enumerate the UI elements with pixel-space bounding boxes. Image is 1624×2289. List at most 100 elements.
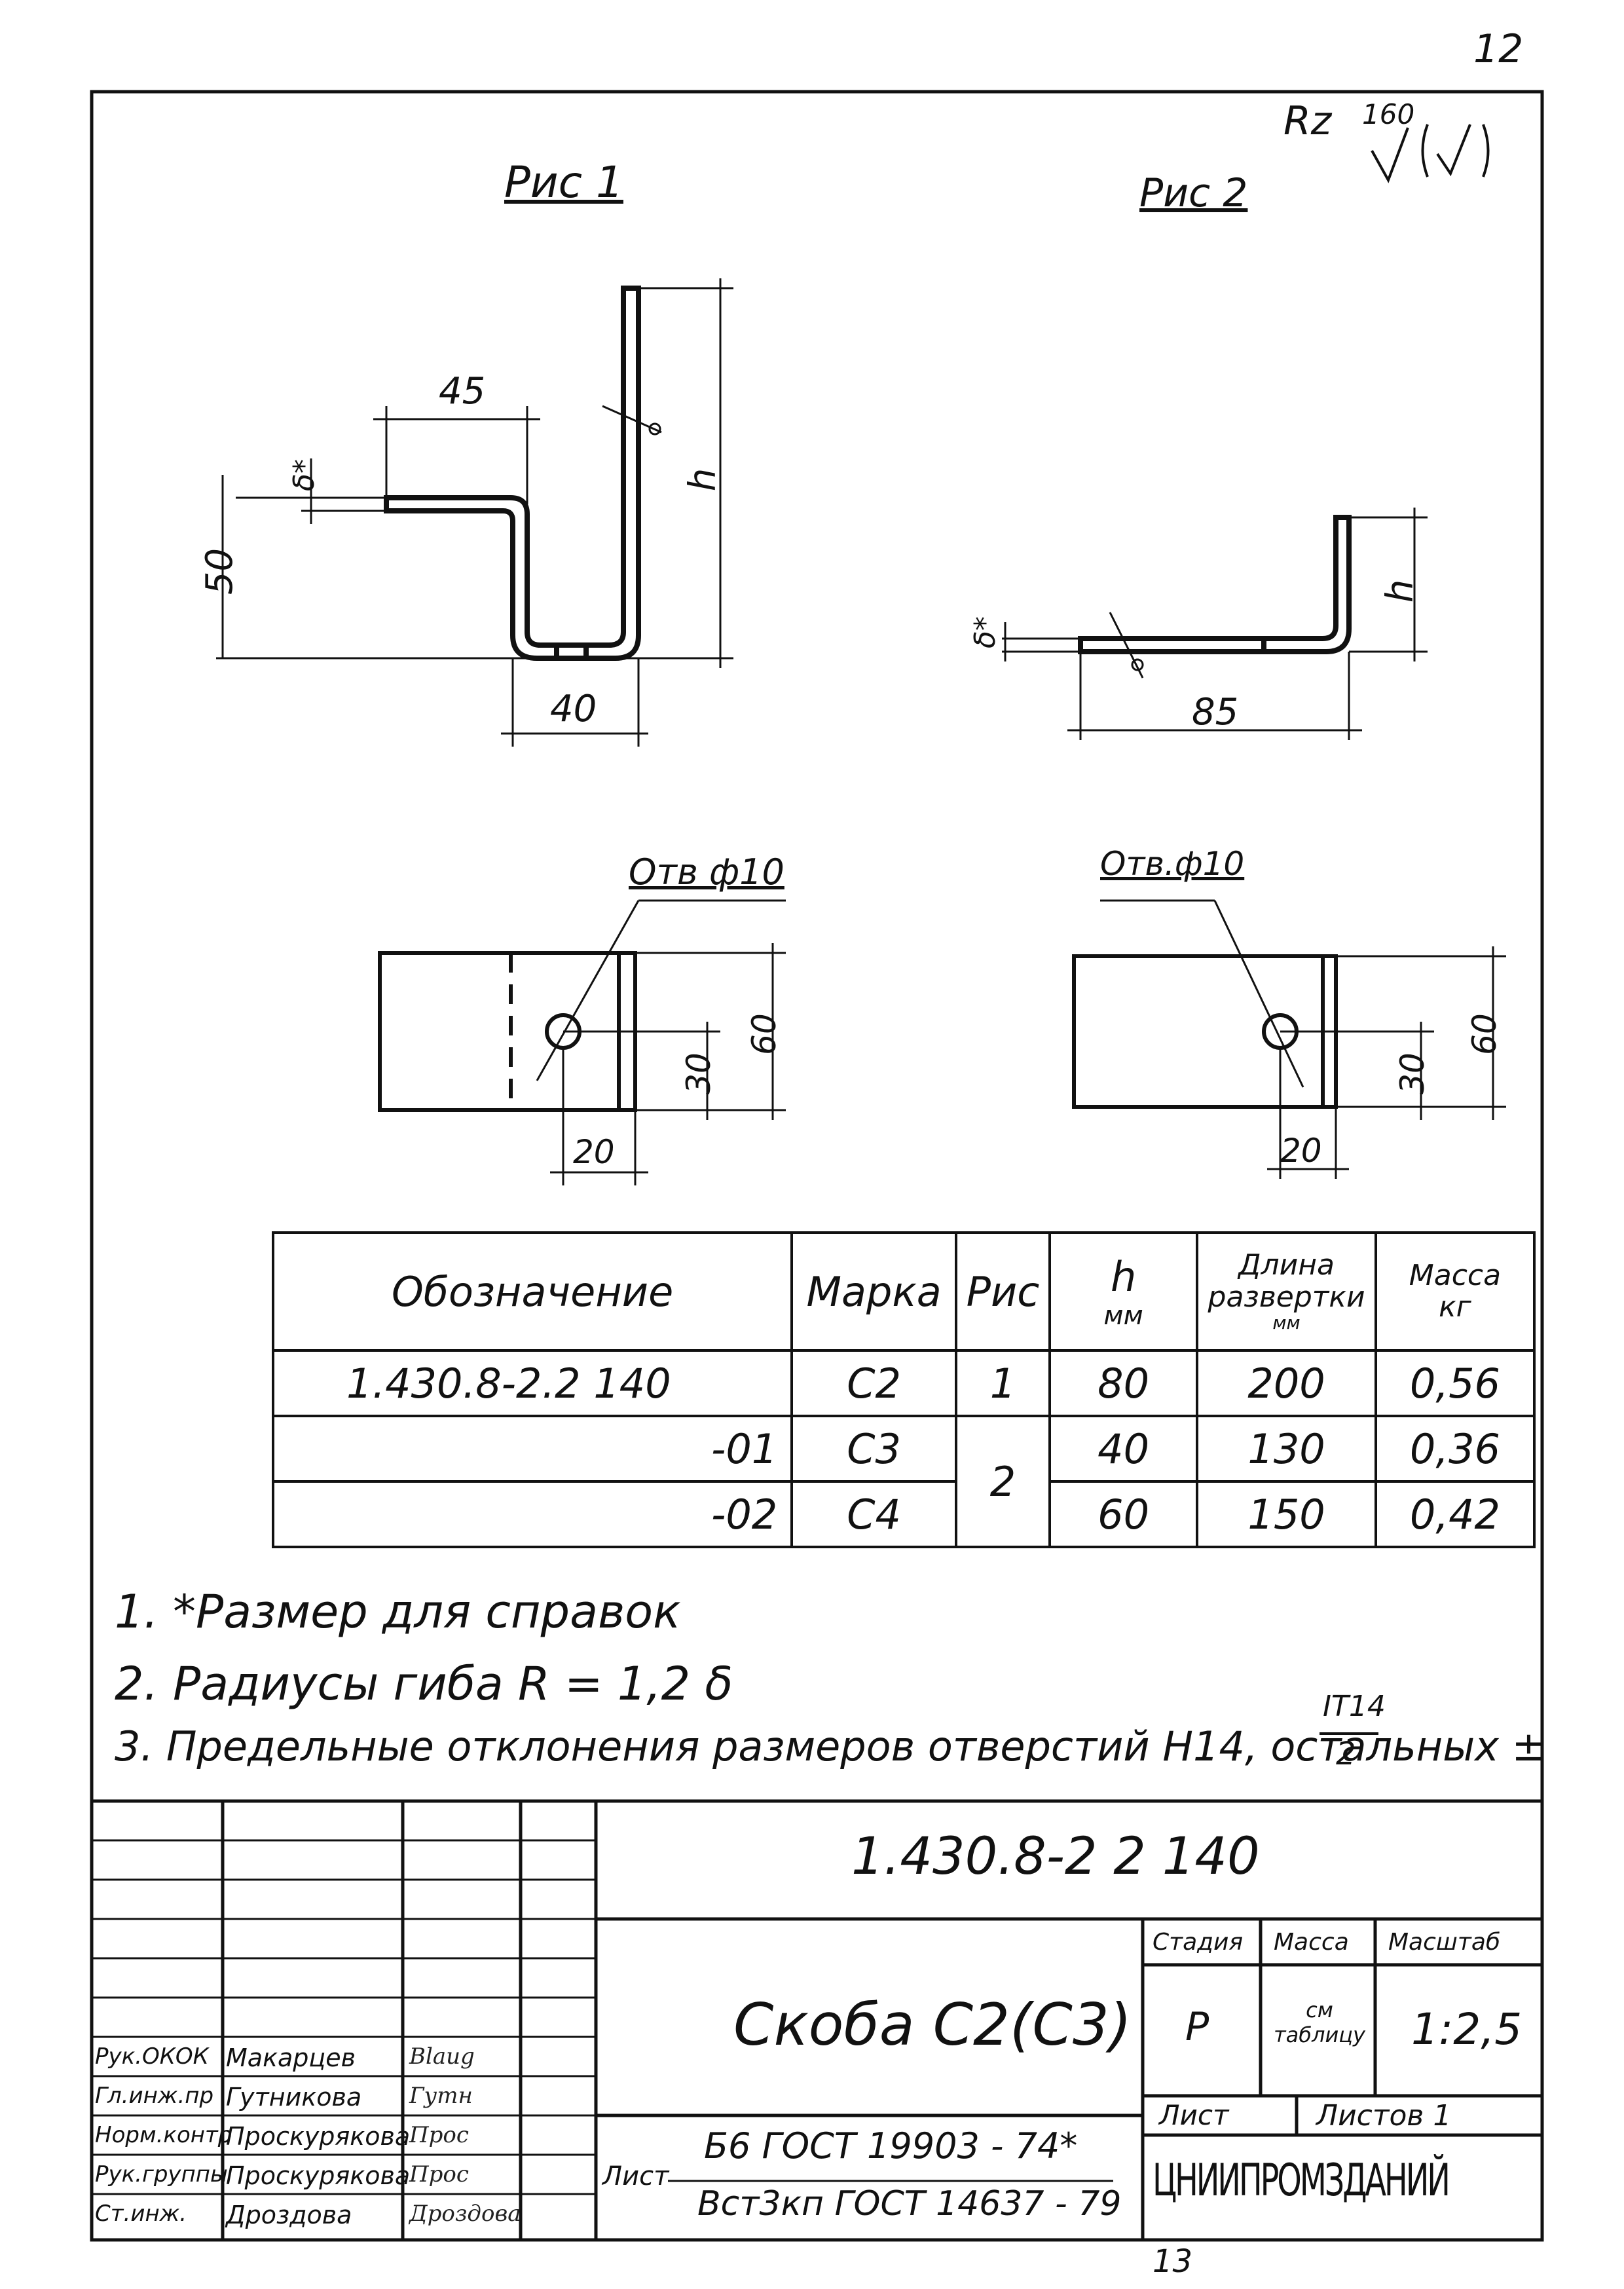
hdr-h: h мм <box>1048 1231 1199 1352</box>
fig1-dim-45: 45 <box>439 370 486 413</box>
row0-h: 80 <box>1048 1349 1199 1417</box>
fig1-dim-50: 50 <box>198 548 242 595</box>
roughness-value: 160 <box>1362 98 1415 130</box>
hdr-h-label: h <box>1110 1252 1137 1301</box>
staff-role-3: Рук.группы <box>95 2161 228 2187</box>
fig1-title: Рис 1 <box>504 157 623 208</box>
note-2: 2. Радиусы гиба R = 1,2 δ <box>115 1657 733 1711</box>
fig2-dim-delta: δ* <box>968 616 1002 648</box>
row1-h: 40 <box>1048 1415 1199 1483</box>
fig2-plan-dim-30: 30 <box>1393 1052 1431 1094</box>
row2-mark: C4 <box>790 1480 958 1548</box>
fig2-plan-dim-60: 60 <box>1465 1013 1504 1055</box>
row2-designation: -02 <box>271 1480 794 1548</box>
spec-header-row: Обозначение Марка Рис h мм Длина разверт… <box>271 1231 1536 1352</box>
fig1-dimensions <box>216 278 733 747</box>
hdr-h-unit: мм <box>1103 1300 1143 1331</box>
material-bottom: Вст3кп ГОСТ 14637 - 79 <box>697 2184 1122 2224</box>
sheet-frame <box>90 90 1544 2242</box>
staff-name-1: Гутникова <box>226 2083 362 2112</box>
row0-mark: C2 <box>790 1349 958 1417</box>
staff-name-3: Проскурякова <box>226 2161 411 2190</box>
fig1-dim-40: 40 <box>550 688 597 730</box>
scale-value: 1:2,5 <box>1411 2004 1522 2055</box>
fig2-dim-85: 85 <box>1192 691 1239 734</box>
staff-role-4: Ст.инж. <box>95 2201 187 2227</box>
fig1-plan-dim-30: 30 <box>679 1052 718 1094</box>
hdr-mass-1: Масса <box>1409 1258 1502 1292</box>
fig1-hole-label: Отв ф10 <box>629 851 784 893</box>
fig2-plan-dim-20: 20 <box>1280 1132 1322 1170</box>
staff-sign-1: Гутн <box>409 2083 473 2109</box>
fig1-plan-dim-60: 60 <box>745 1013 783 1055</box>
staff-sign-0: Blaug <box>409 2043 475 2070</box>
row0-length: 200 <box>1196 1349 1377 1417</box>
staff-sign-2: Прос <box>409 2122 469 2148</box>
note-3-fraction-bar <box>1320 1732 1378 1735</box>
organization: ЦНИИПРОМЗДАНИЙ <box>1153 2155 1450 2206</box>
drawing-name: Скоба С2(С3) <box>733 1991 1132 2058</box>
row1-mark: C3 <box>790 1415 958 1483</box>
sheets-label: Листов 1 <box>1316 2099 1452 2132</box>
fig2-plan-dims <box>1100 899 1506 1179</box>
staff-sign-4: Дроздова <box>409 2201 521 2227</box>
row1-fig: 2 <box>955 1415 1051 1548</box>
staff-role-0: Рук.ОКОК <box>95 2043 209 2070</box>
fig2-profile <box>1078 515 1352 654</box>
spec-table: Обозначение Марка Рис h мм Длина разверт… <box>271 1231 1536 1548</box>
fig1-profile <box>384 286 641 661</box>
roughness-rz: Rz <box>1283 98 1332 144</box>
staff-role-2: Норм.контр <box>95 2122 232 2148</box>
scale-label: Масштаб <box>1388 1929 1501 1956</box>
table-row: -02 C4 60 150 0,42 <box>271 1480 1536 1548</box>
row2-length: 150 <box>1196 1480 1377 1548</box>
roughness-symbol <box>1371 124 1490 183</box>
table-row: 1.430.8-2.2 140 C2 1 80 200 0,56 <box>271 1349 1536 1417</box>
sheet-label: Лист <box>1159 2099 1229 2131</box>
staff-name-0: Макарцев <box>226 2043 356 2072</box>
fig2-dim-h: h <box>1378 579 1422 603</box>
note-3-fraction-den: 2 <box>1336 1736 1356 1772</box>
hdr-mass: Масса кг <box>1374 1231 1536 1352</box>
stage-value: Р <box>1185 2004 1209 2050</box>
fig2-dimensions <box>1002 508 1428 740</box>
fig2-hole-label: Отв.ф10 <box>1100 845 1245 883</box>
hdr-mass-unit: кг <box>1439 1290 1471 1324</box>
stage-label: Стадия <box>1153 1929 1244 1956</box>
doc-number: 1.430.8-2 2 140 <box>851 1827 1260 1886</box>
row1-mass: 0,36 <box>1374 1415 1536 1483</box>
hdr-designation: Обозначение <box>271 1231 794 1352</box>
staff-name-2: Проскурякова <box>226 2122 411 2151</box>
mass-label: Масса <box>1274 1929 1349 1956</box>
note-3: 3. Предельные отклонения размеров отверс… <box>115 1722 1546 1770</box>
hdr-length-1: Длина <box>1238 1248 1335 1282</box>
hdr-length-unit: мм <box>1272 1311 1301 1333</box>
fig2-title: Рис 2 <box>1139 170 1248 216</box>
material-prefix: Лист <box>602 2161 669 2191</box>
page-number-bottom: 13 <box>1153 2243 1193 2280</box>
staff-role-1: Гл.инж.пр <box>95 2083 214 2109</box>
row0-mass: 0,56 <box>1374 1349 1536 1417</box>
mass-value: см таблицу <box>1274 1998 1365 2047</box>
fig1-plan-dim-20: 20 <box>573 1133 615 1171</box>
page-number: 12 <box>1473 26 1524 72</box>
note-1: 1. *Размер для справок <box>115 1585 681 1639</box>
material-top: Б6 ГОСТ 19903 - 74* <box>704 2125 1078 2167</box>
staff-name-4: Дроздова <box>226 2201 352 2229</box>
fig1-dim-delta: δ* <box>287 459 321 491</box>
table-row: -01 C3 2 40 130 0,36 <box>271 1415 1536 1548</box>
row0-fig: 1 <box>955 1349 1051 1417</box>
hdr-fig: Рис <box>955 1231 1051 1352</box>
row1-designation: -01 <box>271 1415 794 1483</box>
note-3-fraction-num: IT14 <box>1323 1690 1386 1723</box>
row0-designation: 1.430.8-2.2 140 <box>271 1349 794 1417</box>
hdr-length: Длина развертки мм <box>1196 1231 1377 1352</box>
row2-h: 60 <box>1048 1480 1199 1548</box>
staff-sign-3: Прос <box>409 2161 469 2187</box>
row2-mass: 0,42 <box>1374 1480 1536 1548</box>
hdr-mark: Марка <box>790 1231 958 1352</box>
row1-length: 130 <box>1196 1415 1377 1483</box>
hdr-length-2: развертки <box>1208 1280 1365 1314</box>
fig1-plan-dims <box>536 899 786 1185</box>
